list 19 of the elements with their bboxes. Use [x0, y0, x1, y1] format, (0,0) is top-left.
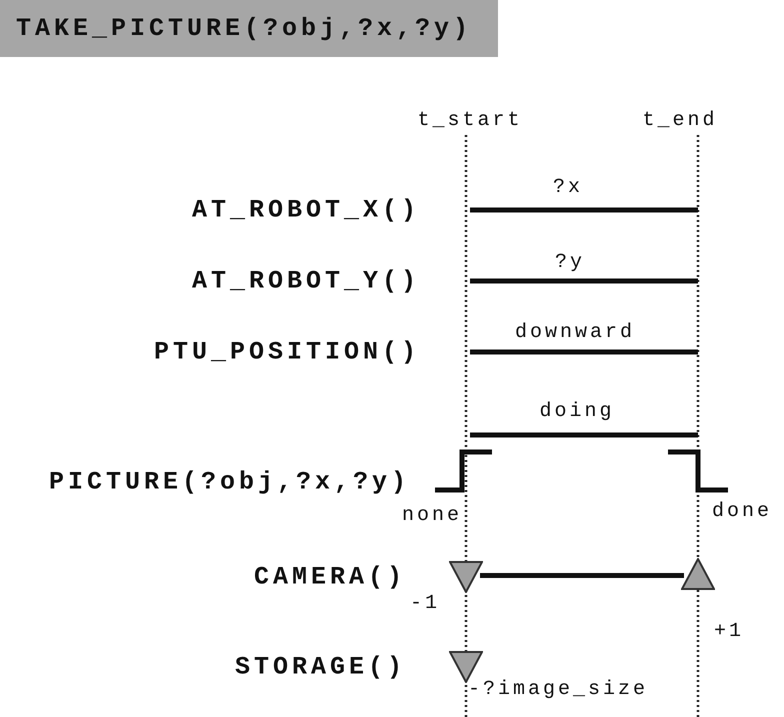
fluent-value: none	[402, 506, 462, 526]
fluent-value: ?y	[555, 253, 585, 273]
fluent-name: PTU_POSITION()	[154, 340, 420, 364]
time-point-label: t_end	[642, 111, 718, 131]
fluent-name: AT_ROBOT_Y()	[192, 268, 420, 294]
fluent-value: done	[712, 502, 772, 522]
fluent-name: CAMERA()	[254, 564, 406, 590]
fluent-value: downward	[515, 323, 635, 343]
fluent-value: doing	[540, 402, 614, 422]
fluent-name: PICTURE(?obj,?x,?y)	[48, 470, 410, 494]
fluent-name: AT_ROBOT_X()	[192, 198, 420, 222]
fluent-name: STORAGE()	[234, 654, 406, 680]
connector-line	[480, 573, 684, 578]
title: TAKE_PICTURE(?obj,?x,?y)	[16, 14, 472, 43]
value-change-label: -?image_size	[468, 680, 648, 700]
value-change-label: -1	[410, 594, 440, 614]
value-change-label: +1	[714, 622, 744, 642]
fluent-value: ?x	[553, 178, 583, 198]
time-point-label: t_start	[418, 111, 522, 131]
